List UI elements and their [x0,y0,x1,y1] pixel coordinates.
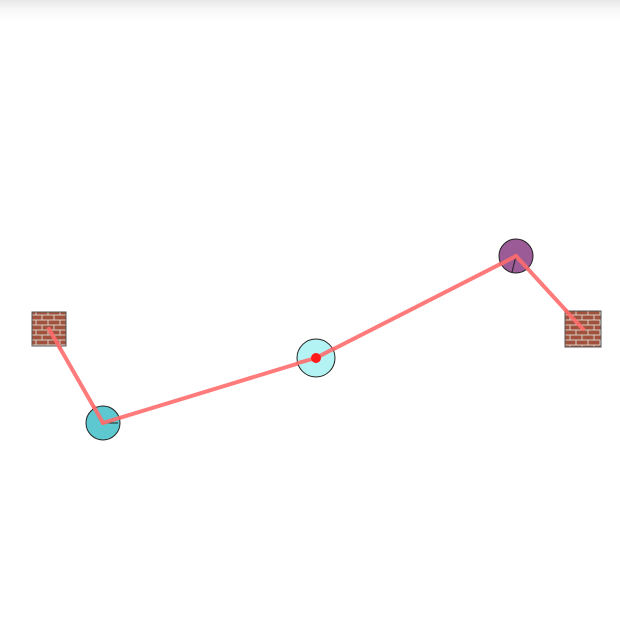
rope-end-left [47,327,62,350]
rope-over-right-ball [499,254,518,266]
right-ball[interactable] [498,238,534,274]
rope-over-left-ball [92,405,105,425]
left-ball[interactable] [85,405,121,441]
rope-end-right [564,309,585,331]
rope-over-right-ball-2 [514,254,529,270]
center-dot [311,353,321,363]
rope-segment-left-center [101,356,318,425]
right-ball-spoke [511,255,517,273]
center-ball[interactable] [296,338,336,378]
rope-over-left-ball-2 [101,416,121,425]
rope-segment-center-right [314,254,518,360]
